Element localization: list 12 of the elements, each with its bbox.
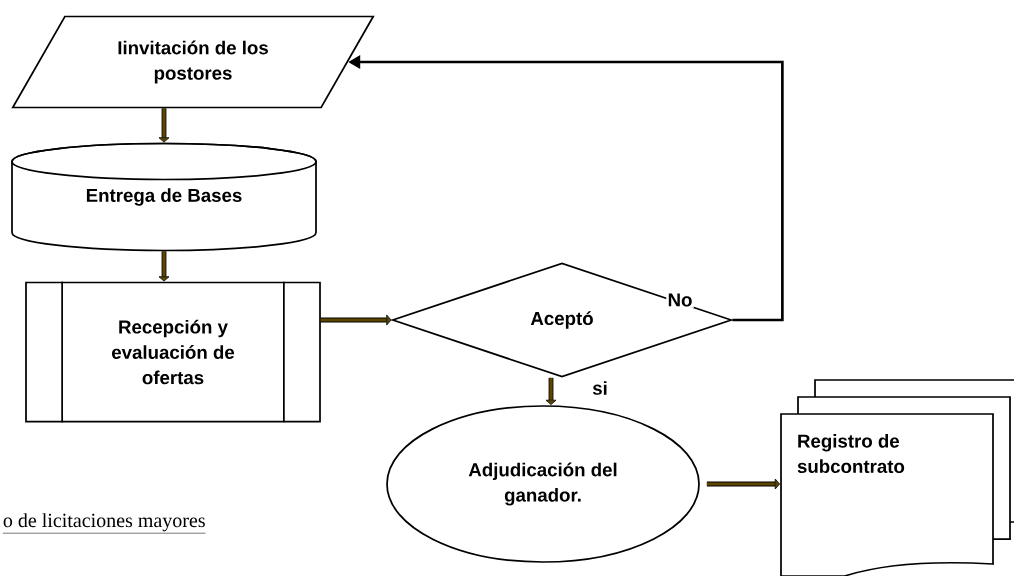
edge-label: si	[590, 379, 610, 397]
arrow	[706, 478, 780, 490]
edge-label: No	[666, 292, 694, 308]
input-parallelogram: Iinvitación de los postores	[11, 15, 375, 109]
arrow	[545, 377, 557, 405]
arrow	[158, 251, 170, 282]
arrow	[158, 108, 170, 143]
arrow	[320, 314, 392, 326]
caption-text: o de licitaciones mayores	[2, 513, 206, 534]
document-stack: Registro de subcontrato	[780, 379, 1014, 576]
database-cylinder: Entrega de Bases	[11, 142, 317, 252]
subprocess-box: Recepción y evaluación de ofertas	[25, 280, 321, 424]
